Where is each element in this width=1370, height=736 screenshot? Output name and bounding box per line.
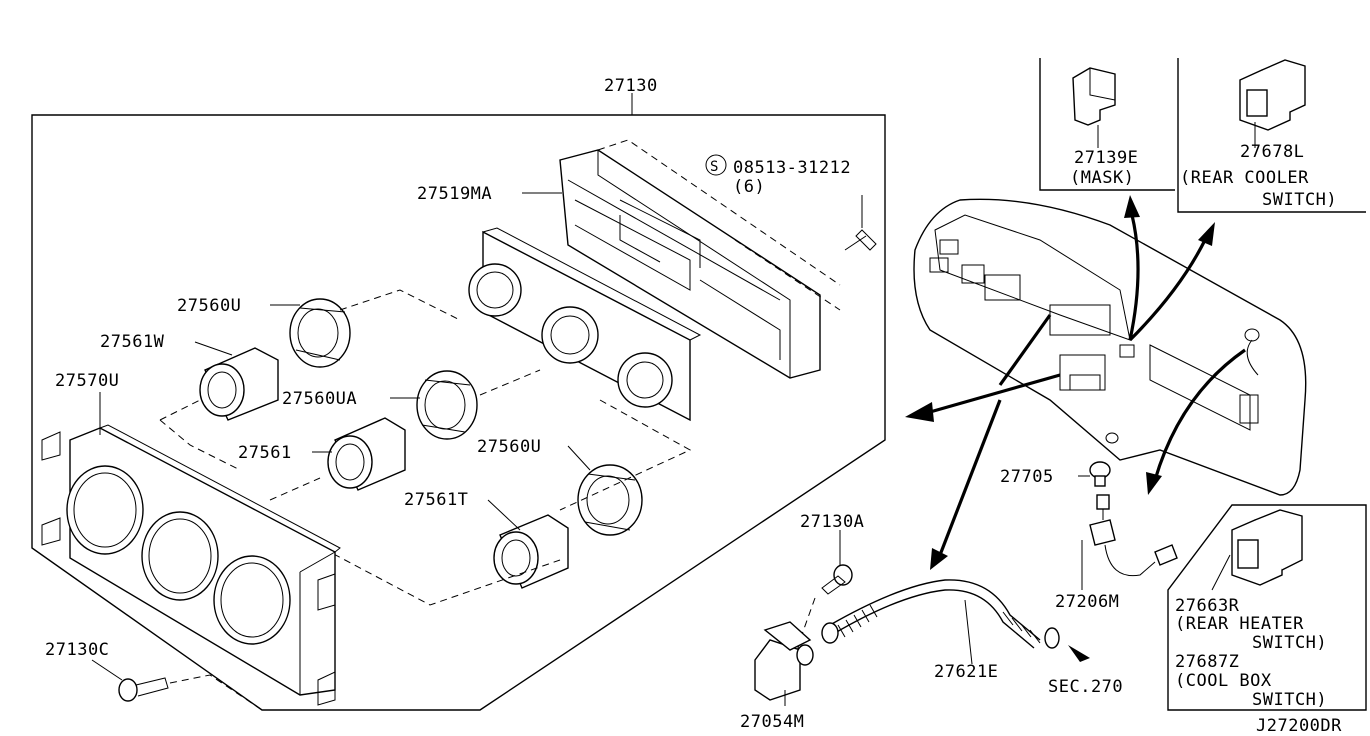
- label-27560u-bottom: 27560U: [477, 437, 541, 457]
- label-diagram-code: J27200DR: [1256, 716, 1342, 736]
- label-27054m: 27054M: [740, 712, 804, 732]
- screw-27130c: [118, 674, 263, 711]
- pointer-arrows: [905, 195, 1246, 570]
- labels: 27130 27519MA S 08513-31212 (6) 27560U 2…: [45, 76, 1342, 736]
- S-circle-icon: S: [705, 154, 727, 176]
- label-27678l: 27678L: [1240, 142, 1304, 162]
- label-27621e: 27621E: [934, 662, 998, 682]
- label-rear-heater-2: SWITCH): [1252, 633, 1327, 653]
- assembly-outline: [31, 93, 886, 711]
- label-cool-box-1: (COOL BOX: [1175, 671, 1272, 691]
- knob-27561w: [199, 347, 279, 421]
- control-panel-27570u: [41, 424, 341, 706]
- label-27687z: 27687Z: [1175, 652, 1239, 672]
- label-27519ma: 27519MA: [417, 184, 492, 204]
- label-27663r: 27663R: [1175, 596, 1240, 616]
- label-screw-code: 08513-31212: [733, 158, 851, 178]
- label-27130a: 27130A: [800, 512, 864, 532]
- cable-27621e: [821, 579, 1090, 662]
- sensor-27705: [1078, 461, 1111, 487]
- inset-mask-box: [1039, 58, 1175, 191]
- inset-rear-heater-box: [1167, 504, 1367, 711]
- knob-27561t: [493, 514, 569, 589]
- label-27561: 27561: [238, 443, 292, 463]
- label-27705: 27705: [1000, 467, 1054, 487]
- harness-27206m: [1089, 494, 1178, 577]
- label-27561t: 27561T: [404, 490, 468, 510]
- label-rear-cooler-2: SWITCH): [1262, 190, 1337, 210]
- inset-rear-cooler-box: [1177, 58, 1366, 213]
- label-27139e: 27139E: [1074, 148, 1138, 168]
- screw-08513: [844, 195, 877, 251]
- label-mask: (MASK): [1070, 168, 1134, 188]
- leader-lines: [91, 192, 1083, 706]
- label-sec270: SEC.270: [1048, 677, 1123, 697]
- ring-27560ua: [416, 370, 478, 440]
- ring-27560u-top: [289, 298, 351, 368]
- label-27130: 27130: [604, 76, 658, 96]
- housing-27519ma: [559, 139, 841, 379]
- label-rear-cooler-1: (REAR COOLER: [1180, 168, 1309, 188]
- bezel-plate: [468, 227, 702, 422]
- label-rear-heater-1: (REAR HEATER: [1175, 614, 1304, 634]
- dashboard: [913, 198, 1307, 496]
- label-27206m: 27206M: [1055, 592, 1119, 612]
- label-27130c: 27130C: [45, 640, 109, 660]
- label-screw-qty: (6): [733, 177, 765, 197]
- knob-27561: [327, 417, 406, 491]
- label-27560ua: 27560UA: [282, 389, 357, 409]
- label-27560u-top: 27560U: [177, 296, 241, 316]
- label-27570u: 27570U: [55, 371, 119, 391]
- ring-27560u-bottom: [577, 464, 643, 536]
- svg-text:S: S: [710, 159, 719, 175]
- label-cool-box-2: SWITCH): [1252, 690, 1327, 710]
- actuator-27054m: [754, 621, 814, 701]
- screw-27130a: [794, 564, 853, 661]
- label-27561w: 27561W: [100, 332, 165, 352]
